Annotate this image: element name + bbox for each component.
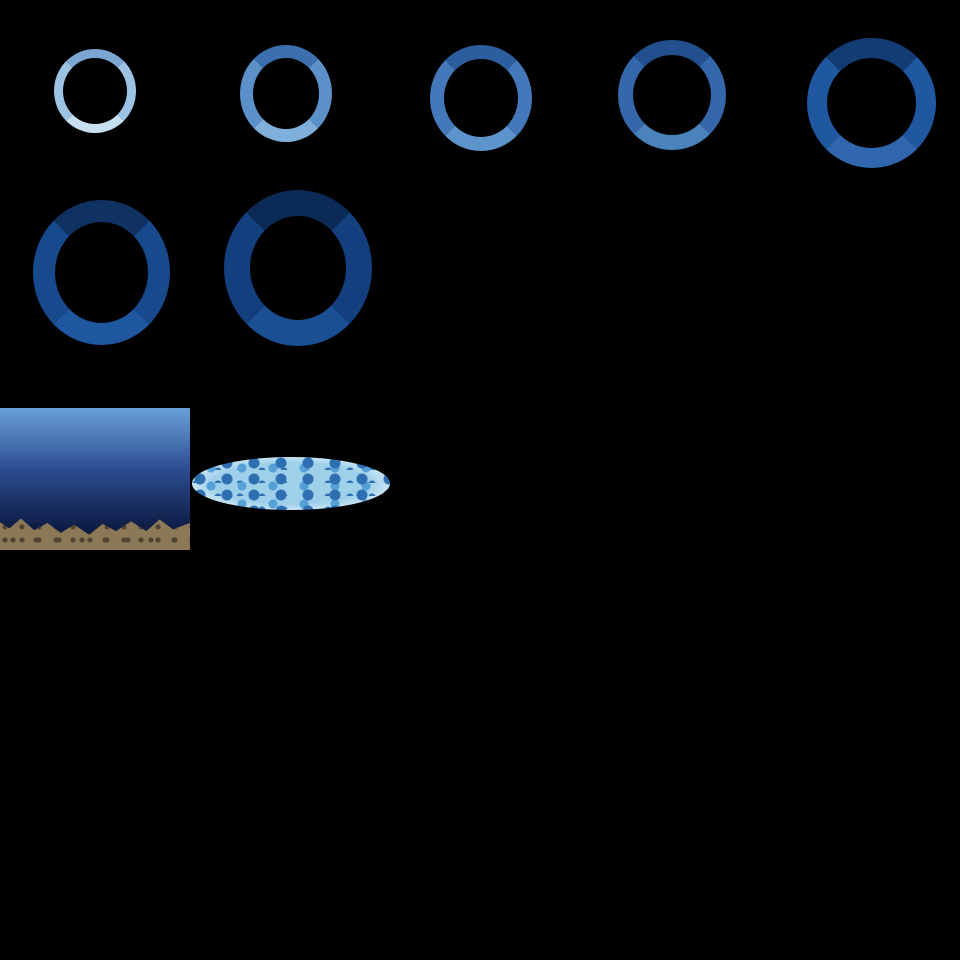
- ring-sprite-frame-1: [54, 49, 136, 133]
- ring-sprite-frame-3: [430, 45, 532, 151]
- ring-sprite-frame-4: [618, 40, 726, 150]
- ring-sprite-frame-6: [32, 199, 170, 345]
- ring-sprite-frame-5: [806, 38, 936, 168]
- underwater-background-tile: [0, 408, 190, 550]
- ring-sprite-frame-2: [240, 44, 332, 142]
- ring-sprite-frame-7: [224, 190, 372, 346]
- water-surface-ellipse: [192, 456, 390, 510]
- seafloor-silhouette: [0, 518, 190, 550]
